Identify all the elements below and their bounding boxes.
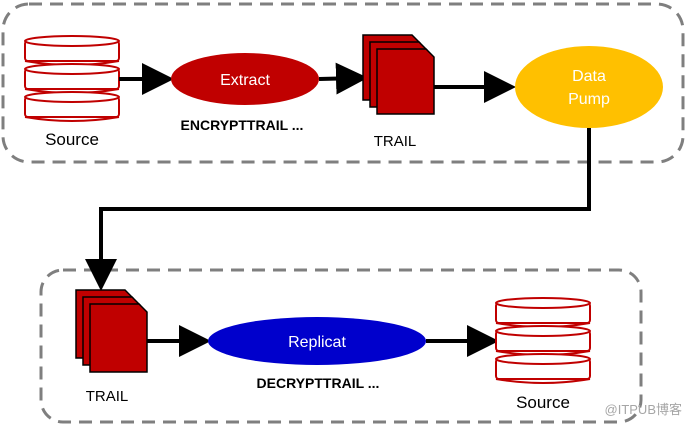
data-pump-label-line2: Pump	[568, 91, 610, 108]
source-trail-files-icon	[362, 34, 435, 115]
source-database-icon	[24, 35, 120, 122]
extract-process	[171, 53, 319, 105]
arrow-extract-to-trail	[318, 62, 368, 95]
target-database-label: Source	[516, 393, 570, 412]
data-pump-label-line1: Data	[572, 68, 606, 85]
replicat-label: Replicat	[288, 334, 346, 351]
arrow-pump-to-target-trail	[85, 128, 591, 291]
decrypttrail-parameter: DECRYPTTRAIL ...	[257, 375, 380, 391]
target-trail-files-icon	[75, 289, 148, 373]
replicat-process	[208, 317, 426, 365]
source-database-label: Source	[45, 130, 99, 149]
source-system-container	[1, 2, 685, 164]
target-trail-label: TRAIL	[86, 388, 129, 405]
target-system-container	[39, 268, 643, 424]
source-trail-label: TRAIL	[374, 133, 417, 150]
data-pump-process	[515, 46, 663, 128]
encrypttrail-parameter: ENCRYPTTRAIL ...	[181, 117, 304, 133]
watermark-text: @ITPUB博客	[605, 402, 682, 417]
extract-label: Extract	[220, 72, 270, 89]
target-database-icon	[495, 297, 591, 384]
